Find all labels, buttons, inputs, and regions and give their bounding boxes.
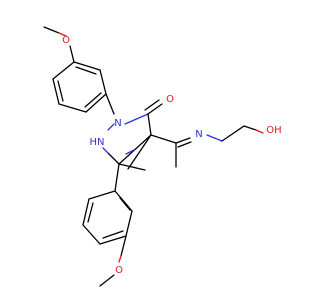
molecule-structure: O N O HN N OH O (43, 26, 282, 287)
imine-nitrogen-label: N (195, 129, 202, 140)
bonds (43, 26, 264, 287)
hydroxyl-label: OH (266, 125, 281, 136)
nh-label: HN (90, 137, 105, 148)
oxygen-label-top: O (62, 35, 70, 46)
oxygen-label-bottom: O (115, 265, 123, 276)
carbonyl-oxygen-label: O (166, 94, 174, 105)
nitrogen-label-n1: N (114, 118, 121, 129)
atom-labels: O N O HN N OH O (62, 35, 282, 276)
